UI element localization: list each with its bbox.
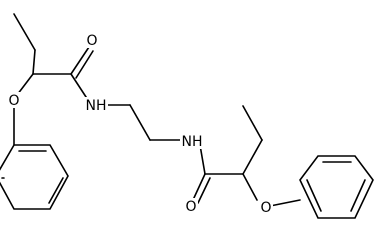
bond-co-double-right-b [197, 177, 211, 204]
label-o-carbonyl-left: O [86, 33, 97, 49]
label-o-ether-right: O [260, 200, 271, 216]
atom-labels: O NH O NH O O [7, 32, 273, 216]
phenyl-right-inner-3 [306, 179, 322, 212]
phenyl-left-inner-2 [48, 177, 64, 204]
bond-co-double-left-b [75, 50, 94, 79]
bond-ch2-ch2 [129, 104, 151, 141]
label-o-ether-left: O [8, 93, 19, 109]
bond-alpha-ether-right [242, 173, 258, 201]
label-nh-right: NH [182, 134, 203, 150]
left-fragment [0, 13, 94, 210]
bond-carbonyl-nh-left [70, 73, 89, 101]
bond-co-double-left-a [70, 46, 90, 75]
label-nh-left: NH [86, 98, 107, 114]
bond-ethyl-terminal-right [242, 105, 263, 141]
phenyl-ring-right [299, 155, 374, 219]
phenyl-right-inner-2 [350, 179, 366, 212]
label-o-carbonyl-right: O [185, 199, 196, 215]
bond-alpha-ethyl-right [242, 139, 263, 175]
bond-ethyl-left [32, 49, 36, 75]
phenyl-ring-left [0, 144, 69, 210]
bond-ethyl-terminal-left [13, 13, 36, 51]
right-fragment [192, 105, 374, 219]
bond-co-double-right-a [192, 173, 206, 201]
bond-nh-carbonyl-right [199, 144, 206, 175]
linker [99, 104, 181, 141]
bond-ether-phenyl-right [269, 199, 301, 207]
